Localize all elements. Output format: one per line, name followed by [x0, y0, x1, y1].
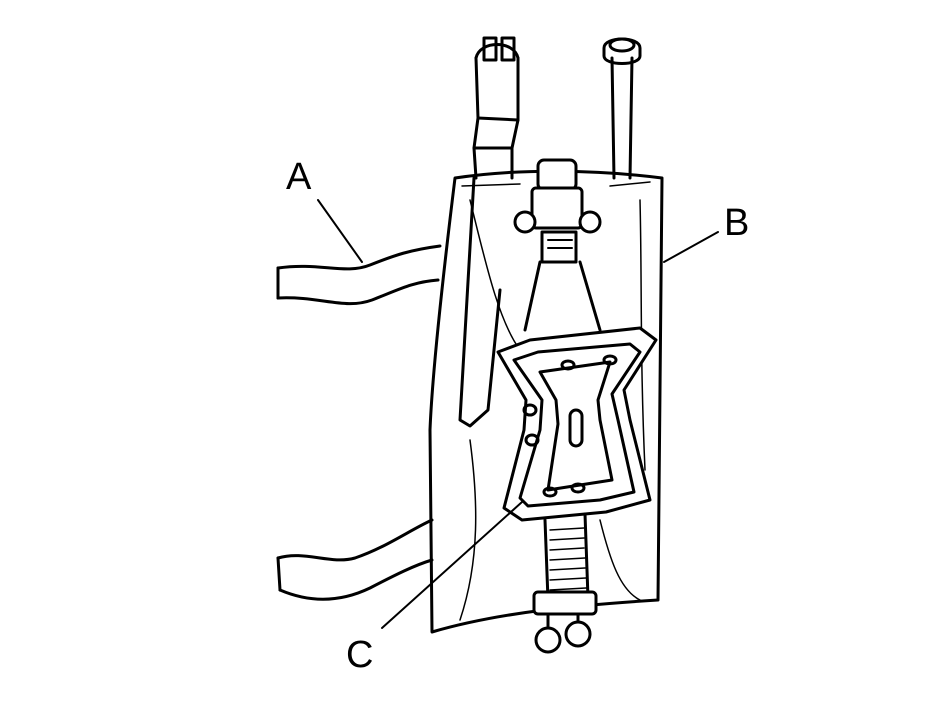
leader-line-a	[317, 199, 363, 263]
wheel-wrench	[458, 36, 520, 428]
retaining-strap-upper	[276, 244, 442, 306]
jack-top-head	[513, 158, 602, 332]
callout-label-c: C	[346, 634, 374, 676]
jack-base-plate	[496, 326, 658, 522]
callout-label-a: A	[286, 156, 312, 198]
jack-handle-rod	[602, 37, 642, 180]
jack-screw	[532, 512, 598, 654]
leader-line-c	[381, 501, 523, 629]
leader-line-b	[663, 231, 719, 263]
callout-label-b: B	[724, 202, 750, 244]
leader-lines	[317, 199, 719, 629]
retaining-strap-lower	[276, 518, 434, 601]
